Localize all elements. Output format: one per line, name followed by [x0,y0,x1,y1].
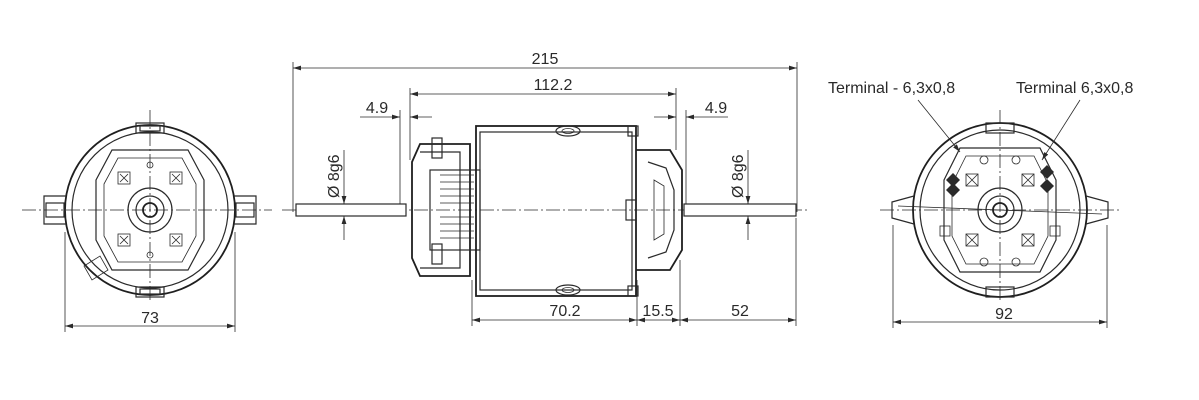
left-end-view: 73 [22,110,272,332]
side-view: 215 112.2 4.9 4.9 Ø 8g6 Ø 8g6 70.2 1 [282,51,810,326]
dim-left-view-width: 73 [141,310,159,327]
dim-right-shaft-diameter: Ø 8g6 [730,154,747,198]
dim-stator-length: 70.2 [549,303,580,320]
dim-right-gap: 4.9 [705,100,727,117]
dim-right-view-width: 92 [995,306,1013,323]
dim-body-length: 112.2 [534,77,573,94]
right-end-view: Terminal - 6,3x0,8 Terminal 6,3x0,8 92 [828,80,1133,328]
terminal-negative-label: Terminal - 6,3x0,8 [828,80,955,97]
dim-left-gap: 4.9 [366,100,388,117]
terminal-positive-label: Terminal 6,3x0,8 [1016,80,1133,97]
dim-bearing-length: 15.5 [642,303,673,320]
dim-overall-length: 215 [532,51,559,68]
dim-left-shaft-diameter: Ø 8g6 [326,154,343,198]
dim-shaft-extension: 52 [731,303,749,320]
